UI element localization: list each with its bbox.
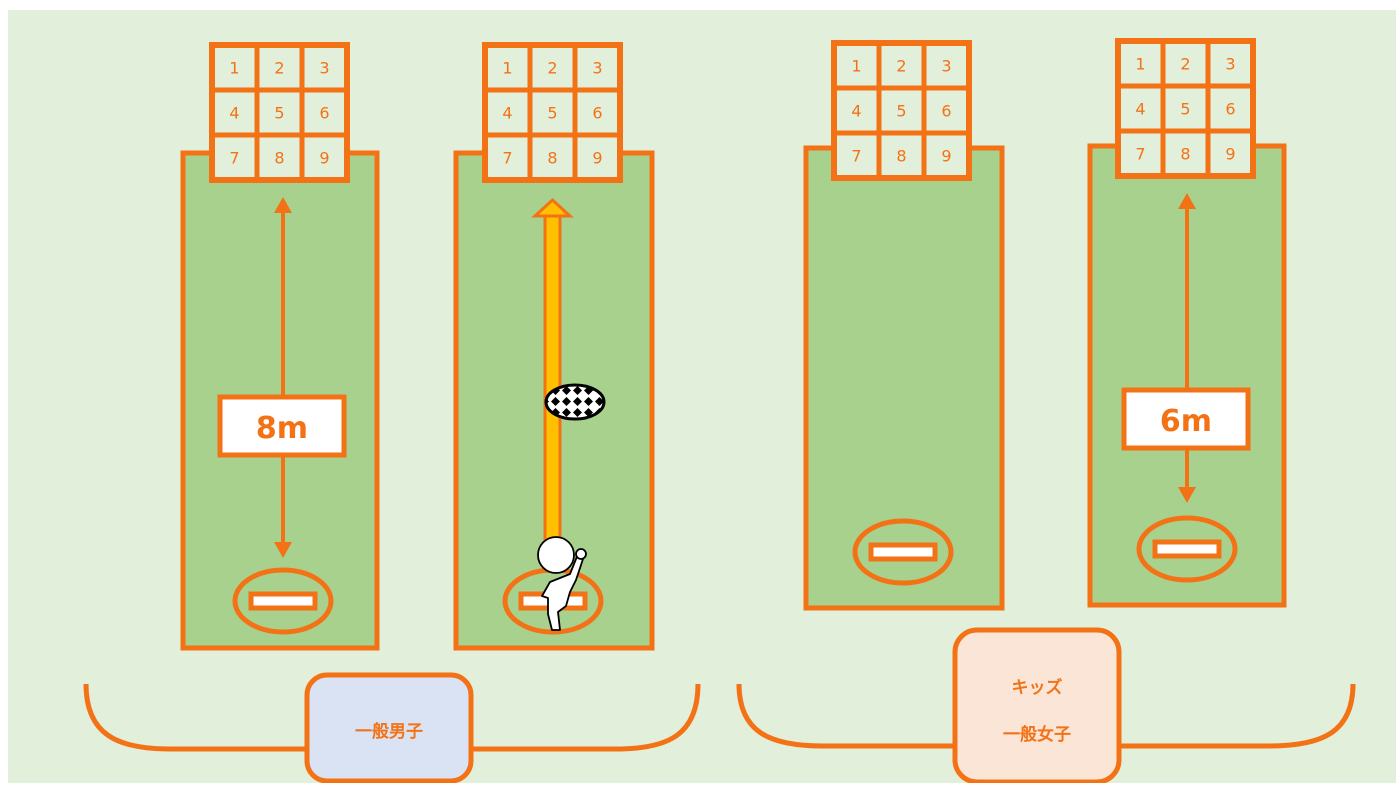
- target-number: 5: [1180, 100, 1190, 119]
- target-number: 4: [229, 104, 239, 123]
- target-number: 6: [592, 104, 602, 123]
- target-number: 4: [1135, 100, 1145, 119]
- target-number: 3: [941, 57, 951, 76]
- kick-spot-mat: [1152, 539, 1222, 559]
- lane-1: 1 2 3 4 5 6 7 8 9 8m: [180, 42, 380, 651]
- group-label-line-2: 一般女子: [1003, 724, 1071, 745]
- target-number: 9: [319, 149, 329, 168]
- target-number: 5: [547, 104, 557, 123]
- target-cell: [299, 132, 350, 183]
- distance-label-box: [217, 394, 347, 458]
- target-number: 9: [1225, 145, 1235, 164]
- target-number: 9: [941, 147, 951, 166]
- arrow-head-down: [1178, 487, 1196, 503]
- kick-spot-mat: [868, 542, 938, 562]
- group-bracket-men: 一般男子: [83, 672, 701, 784]
- target-number: 4: [502, 104, 512, 123]
- target-grid: 1 2 3 4 5 6 7 8 9: [831, 40, 972, 181]
- arrow-head-down: [274, 542, 292, 558]
- target-grid-frame: [831, 40, 972, 181]
- kick-spot-circle: [232, 567, 334, 635]
- target-number: 2: [274, 59, 284, 78]
- soccer-ball-icon: [544, 383, 606, 421]
- target-grid: 1 2 3 4 5 6 7 8 9: [1115, 38, 1256, 179]
- kick-spot-circle: [852, 518, 954, 586]
- kick-spot-mat: [248, 591, 318, 611]
- lane-2: 1 2 3 4 5 6 7 8 9: [453, 42, 655, 651]
- target-number: 9: [592, 149, 602, 168]
- target-number: 3: [592, 59, 602, 78]
- target-grid: 1 2 3 4 5 6 7 8 9: [482, 42, 623, 183]
- ball-trail: [543, 210, 562, 544]
- target-cell: [921, 130, 972, 181]
- target-number: 2: [896, 57, 906, 76]
- target-number: 4: [851, 102, 861, 121]
- target-number: 1: [851, 57, 861, 76]
- target-number: 3: [1225, 55, 1235, 74]
- kicking-player-icon: [537, 536, 587, 631]
- target-cell: [1205, 128, 1256, 179]
- kick-spot-circle: [1136, 515, 1238, 583]
- target-number: 1: [229, 59, 239, 78]
- target-number: 7: [1135, 145, 1145, 164]
- target-number: 7: [851, 147, 861, 166]
- group-label-line-1: キッズ: [1012, 677, 1063, 698]
- target-number: 1: [1135, 55, 1145, 74]
- target-number: 6: [941, 102, 951, 121]
- distance-label: 6m: [1160, 404, 1212, 439]
- target-number: 6: [1225, 100, 1235, 119]
- group-label-box: [304, 672, 474, 784]
- arrow-head-up: [274, 197, 292, 213]
- ball-trail-head: [531, 197, 574, 218]
- arrow-head-up: [1178, 193, 1196, 209]
- distance-label-box: [1121, 387, 1251, 451]
- group-bracket-women-kids: キッズ 一般女子: [736, 627, 1356, 785]
- target-number: 5: [896, 102, 906, 121]
- target-number: 8: [896, 147, 906, 166]
- target-number: 1: [502, 59, 512, 78]
- target-number: 8: [1180, 145, 1190, 164]
- target-grid: 1 2 3 4 5 6 7 8 9: [209, 42, 350, 183]
- target-number: 6: [319, 104, 329, 123]
- target-number: 7: [229, 149, 239, 168]
- group-label-box: [952, 627, 1122, 785]
- target-number: 2: [1180, 55, 1190, 74]
- lane-3: 1 2 3 4 5 6 7 8 9: [803, 40, 1005, 611]
- target-number: 7: [502, 149, 512, 168]
- target-number: 8: [547, 149, 557, 168]
- target-number: 5: [274, 104, 284, 123]
- target-number: 2: [547, 59, 557, 78]
- target-cell: [572, 132, 623, 183]
- distance-label: 8m: [256, 411, 308, 446]
- group-label: 一般男子: [355, 721, 423, 742]
- target-number: 8: [274, 149, 284, 168]
- lane-4: 1 2 3 4 5 6 7 8 9 6m: [1087, 38, 1287, 608]
- lane-field: [803, 145, 1005, 611]
- target-number: 3: [319, 59, 329, 78]
